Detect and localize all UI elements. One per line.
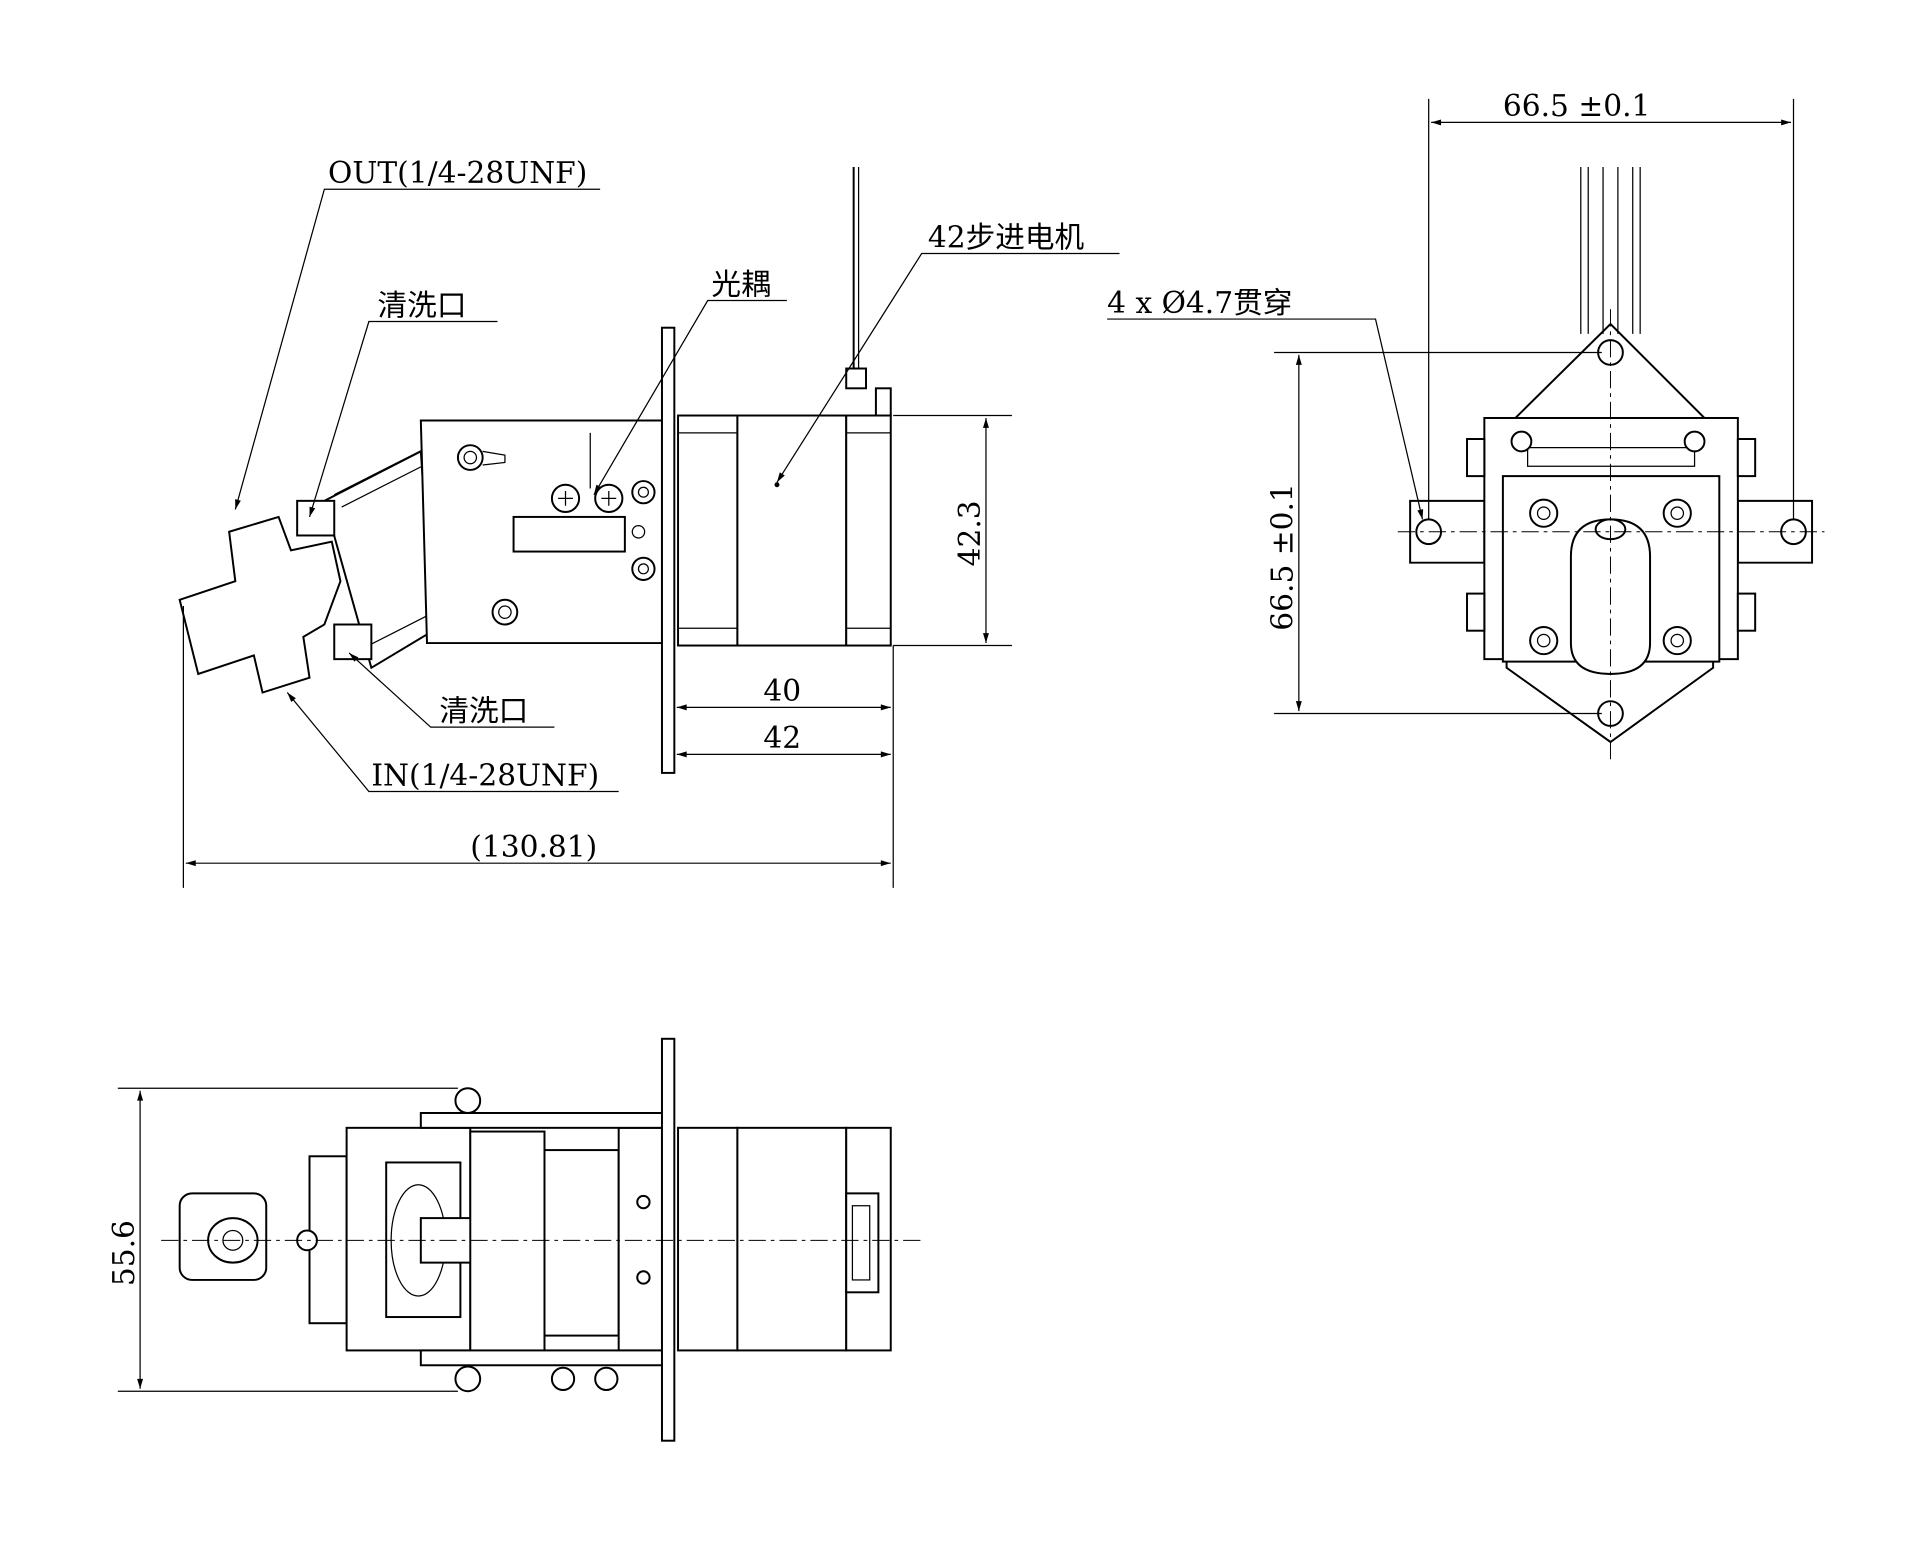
motor-body-dim: 40 [763, 673, 801, 708]
hole-spacing-horizontal-dim: 66.5 ±0.1 [1503, 88, 1650, 123]
motor-connector [845, 1192, 880, 1294]
screw-icon [631, 556, 656, 581]
mount-holes-label: 4 x Ø4.7贯穿 [1107, 285, 1292, 320]
wash-port-bottom-fitting [333, 623, 373, 661]
mounting-plate [660, 1037, 676, 1442]
in-port-label: IN(1/4-28UNF) [371, 757, 599, 792]
wash-port-top-label: 清洗口 [378, 287, 467, 322]
motor-flange-dim: 42 [763, 720, 801, 755]
optocoupler-label: 光耦 [711, 266, 770, 301]
wash-port-bottom-label: 清洗口 [439, 693, 528, 728]
front-view: 66.5 ±0.1 66.5 ±0.1 4 x Ø4.7贯穿 [1107, 88, 1825, 761]
screw-icon [456, 444, 484, 471]
motor-front-cap [677, 414, 739, 647]
bottom-view: 55.6 [106, 1037, 922, 1442]
motor-rear-cap [845, 414, 892, 647]
motor-front-cap [677, 1126, 739, 1352]
motor-body [736, 414, 848, 647]
overall-length-dim: (130.81) [470, 829, 597, 864]
motor-body [736, 1126, 848, 1352]
stepper-motor-label: 42步进电机 [928, 219, 1085, 254]
bottom-height-dim: 55.6 [106, 1220, 141, 1286]
pump-head-connector [178, 515, 342, 694]
wash-port-top-fitting [296, 499, 336, 537]
mounting-plate [660, 326, 676, 774]
screw-icon [631, 480, 656, 505]
hex-screw-icon [491, 598, 519, 626]
side-view: OUT(1/4-28UNF) 清洗口 光耦 42步进电机 清洗口 IN(1/4-… [178, 155, 1120, 888]
motor-height-dim: 42.3 [952, 500, 987, 566]
optocoupler-block [512, 515, 626, 553]
hole-spacing-vertical-dim: 66.5 ±0.1 [1265, 483, 1300, 630]
rotor-housing [469, 1130, 546, 1356]
wire-connector [845, 367, 868, 390]
out-port-label: OUT(1/4-28UNF) [328, 155, 587, 190]
